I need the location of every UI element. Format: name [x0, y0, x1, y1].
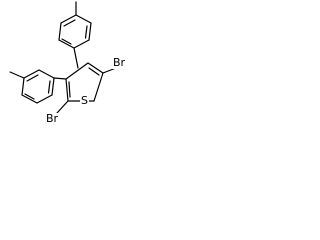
double-bond-inner [61, 38, 72, 45]
bond [87, 62, 104, 74]
bond [60, 14, 77, 24]
double-bond-inner [63, 19, 76, 27]
ring-link-bond [73, 47, 79, 69]
bond [88, 22, 92, 41]
double-bond-inner [47, 80, 51, 94]
bond [36, 94, 53, 104]
bond [65, 78, 69, 102]
double-bond-inner [24, 93, 35, 100]
bond [65, 62, 89, 80]
methyl-bond [9, 71, 25, 79]
bond [58, 39, 75, 49]
bond [73, 39, 90, 49]
left-tolyl-ring [9, 69, 55, 104]
bond [75, 14, 92, 24]
structure-diagram: Br S Br [0, 0, 137, 132]
double-bond-inner [84, 25, 88, 39]
upper-tolyl-ring [58, 1, 92, 49]
double-bond-inner [88, 67, 100, 76]
molecule-drawing [9, 1, 117, 114]
thiophene-ring [53, 47, 117, 114]
bond [21, 94, 38, 104]
sulfur-atom-label: S [80, 94, 89, 107]
double-bond-inner [26, 74, 39, 82]
bromine-bond [56, 100, 69, 114]
bond [51, 77, 55, 96]
bond [23, 69, 40, 79]
bond [38, 69, 55, 79]
bond [58, 22, 62, 41]
bond [93, 72, 104, 102]
ring-link-bond [53, 77, 67, 80]
double-bond-inner [68, 81, 71, 98]
bond [21, 77, 25, 96]
bromine-atom-label-right: Br [112, 56, 127, 69]
bromine-atom-label-left: Br [45, 112, 60, 125]
